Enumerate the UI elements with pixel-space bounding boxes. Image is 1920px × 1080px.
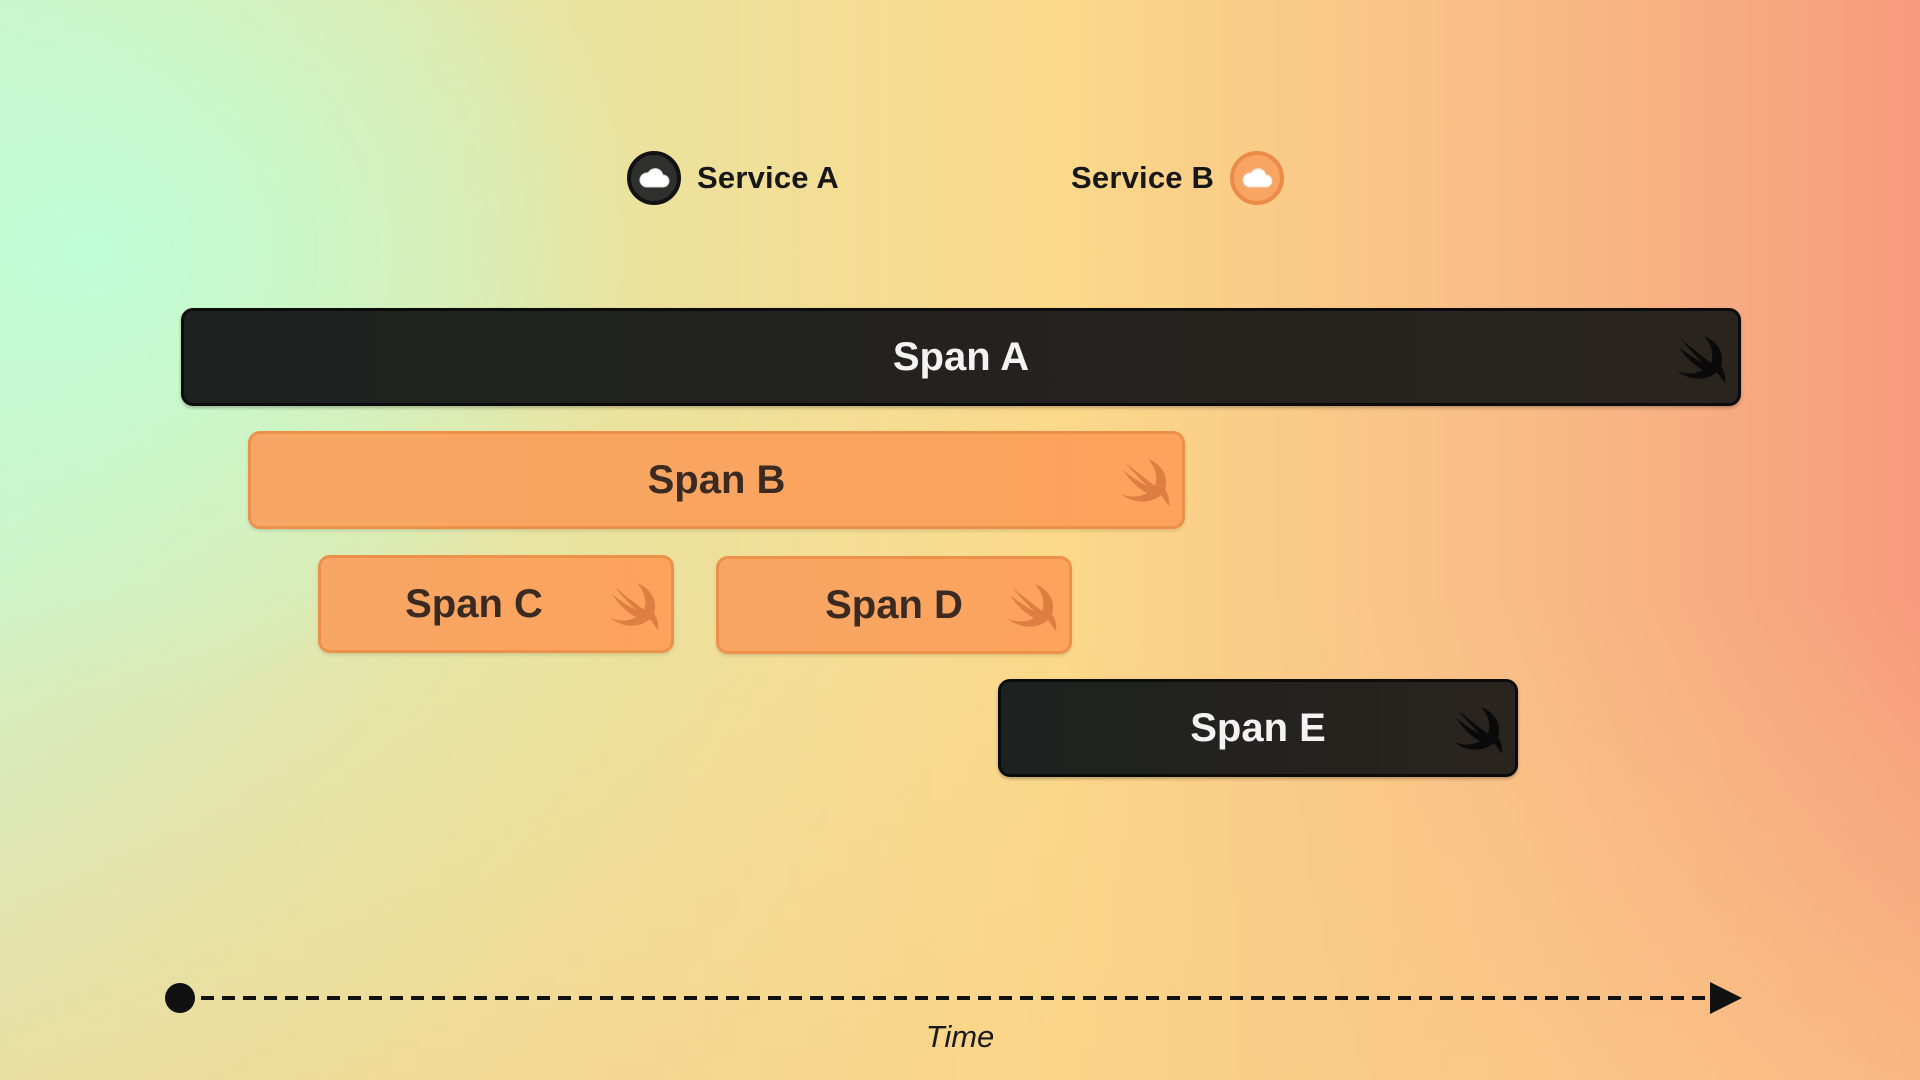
span-e-bar: Span E [998, 679, 1518, 777]
legend-item-service-a: Service A [627, 151, 839, 205]
span-a-bar: Span A [181, 308, 1741, 406]
cloud-icon [627, 151, 681, 205]
span-c-label: Span C [405, 581, 543, 626]
legend-item-service-b: Service B [1071, 151, 1285, 205]
span-b-bar: Span B [248, 431, 1185, 529]
swift-icon [1118, 458, 1172, 508]
span-e-label: Span E [1190, 705, 1326, 750]
swift-icon [1451, 706, 1505, 756]
time-axis-arrowhead [1710, 982, 1742, 1014]
span-a-label: Span A [892, 334, 1030, 379]
time-axis-label: Time [925, 1019, 995, 1054]
span-d-label: Span D [825, 582, 963, 627]
service-b-label: Service B [1071, 160, 1215, 195]
service-a-label: Service A [697, 160, 839, 195]
cloud-icon [1230, 151, 1285, 205]
swift-icon [1005, 583, 1059, 633]
time-axis-start-dot [165, 983, 195, 1013]
span-c-bar: Span C [318, 555, 674, 653]
swift-icon [607, 582, 661, 632]
span-d-bar: Span D [716, 556, 1072, 654]
swift-icon [1674, 335, 1728, 385]
span-b-label: Span B [647, 457, 786, 502]
